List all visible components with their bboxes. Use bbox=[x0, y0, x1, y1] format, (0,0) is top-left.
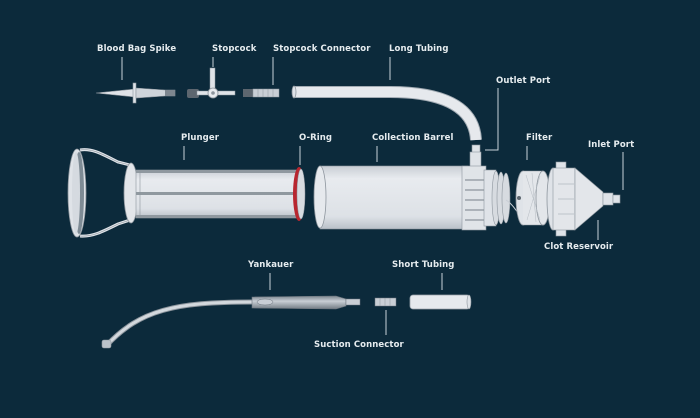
clot-reservoir bbox=[546, 161, 621, 237]
stopcock-connector bbox=[243, 88, 280, 98]
label-clot-reservoir: Clot Reservoir bbox=[544, 242, 614, 252]
suction-connector bbox=[374, 297, 397, 307]
yankauer bbox=[101, 295, 361, 349]
label-short-tubing: Short Tubing bbox=[392, 260, 455, 270]
blood-bag-spike bbox=[95, 82, 176, 104]
label-plunger: Plunger bbox=[181, 133, 219, 143]
collection-barrel bbox=[313, 165, 511, 231]
label-outlet-port: Outlet Port bbox=[496, 76, 551, 86]
stopcock bbox=[187, 67, 236, 99]
label-inlet-port: Inlet Port bbox=[588, 140, 635, 150]
label-blood-bag-spike: Blood Bag Spike bbox=[97, 44, 177, 54]
long-tubing bbox=[291, 85, 482, 141]
label-suction-connector: Suction Connector bbox=[314, 340, 404, 350]
label-o-ring: O-Ring bbox=[299, 133, 333, 143]
label-yankauer: Yankauer bbox=[248, 260, 294, 270]
label-stopcock-connector: Stopcock Connector bbox=[273, 44, 371, 54]
label-filter: Filter bbox=[526, 133, 553, 143]
label-long-tubing: Long Tubing bbox=[389, 44, 449, 54]
leader-lines bbox=[121, 57, 624, 335]
label-collection-barrel: Collection Barrel bbox=[372, 133, 454, 143]
filter bbox=[505, 170, 551, 226]
leader-outlet-port bbox=[485, 88, 499, 151]
plunger bbox=[67, 148, 306, 238]
label-stopcock: Stopcock bbox=[212, 44, 257, 54]
short-tubing bbox=[409, 294, 472, 310]
